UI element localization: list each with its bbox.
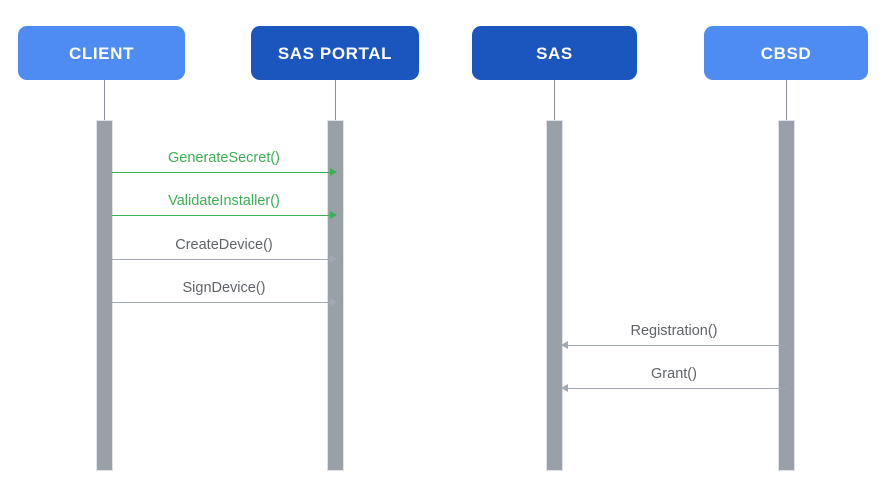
arrow-head-right-icon: [330, 168, 337, 177]
participant-label-sas-portal: SAS PORTAL: [277, 43, 393, 63]
arrow-head-right-icon: [330, 255, 337, 264]
lifeline-client: [104, 80, 105, 122]
message-label-sign-device: SignDevice(): [182, 279, 266, 296]
message-line-sign-device: [112, 302, 336, 304]
activation-bar-sas: [546, 120, 563, 471]
activation-bar-sas-portal: [327, 120, 344, 471]
lifeline-sas-portal: [335, 80, 336, 122]
message-line-generate-secret: [112, 172, 336, 174]
message-line-validate-installer: [112, 215, 336, 217]
participant-label-client: CLIENT: [69, 43, 134, 63]
activation-bar-cbsd: [778, 120, 795, 471]
message-label-registration: Registration(): [630, 322, 718, 339]
message-line-create-device: [112, 259, 336, 261]
participant-box-cbsd[interactable]: CBSD: [704, 26, 868, 80]
arrow-head-right-icon: [330, 298, 337, 307]
lifeline-sas: [554, 80, 555, 122]
message-label-validate-installer: ValidateInstaller(): [168, 192, 280, 209]
participant-box-sas-portal[interactable]: SAS PORTAL: [251, 26, 419, 80]
message-label-create-device: CreateDevice(): [175, 236, 273, 253]
message-line-grant: [562, 388, 786, 390]
participant-box-sas[interactable]: SAS: [472, 26, 637, 80]
participant-label-cbsd: CBSD: [760, 43, 812, 63]
message-line-registration: [562, 345, 786, 347]
arrow-head-right-icon: [330, 211, 337, 220]
message-label-grant: Grant(): [651, 365, 697, 382]
activation-bar-client: [96, 120, 113, 471]
participant-box-client[interactable]: CLIENT: [18, 26, 185, 80]
arrow-head-left-icon: [561, 341, 568, 350]
message-label-generate-secret: GenerateSecret(): [167, 149, 281, 166]
participant-label-sas: SAS: [536, 43, 573, 63]
lifeline-cbsd: [786, 80, 787, 122]
arrow-head-left-icon: [561, 384, 568, 393]
